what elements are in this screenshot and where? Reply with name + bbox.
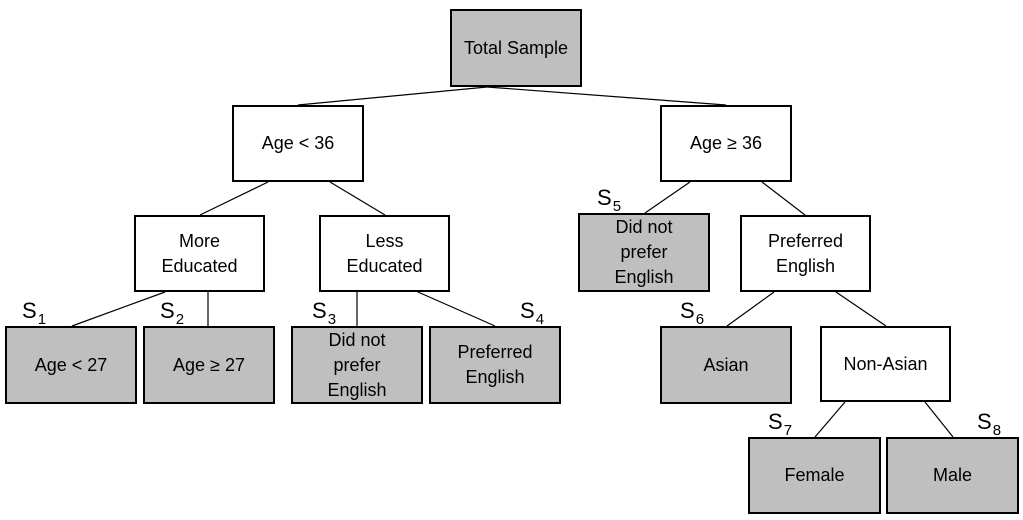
node-preferred-english-old: Preferred English bbox=[740, 215, 871, 292]
node-male: Male bbox=[886, 437, 1019, 514]
subgroup-label-s6: S6 bbox=[680, 298, 705, 329]
edge-total-to-age-lt-36 bbox=[297, 86, 488, 106]
edge-total-to-age-ge-36 bbox=[486, 86, 727, 106]
node-asian: Asian bbox=[660, 326, 792, 404]
edge-age-ge-36-to-preferred bbox=[761, 181, 806, 216]
edge-preferred-to-asian bbox=[726, 291, 775, 327]
subgroup-label-s2: S2 bbox=[160, 298, 185, 329]
subgroup-label-s8: S8 bbox=[977, 409, 1002, 440]
node-less-educated: Less Educated bbox=[319, 215, 450, 292]
node-did-not-prefer-english-young: Did not prefer English bbox=[291, 326, 423, 404]
node-more-educated: More Educated bbox=[134, 215, 265, 292]
edge-age-ge-36-to-did-not-prefer bbox=[644, 181, 691, 214]
node-non-asian: Non-Asian bbox=[820, 326, 951, 402]
node-preferred-english-young: Preferred English bbox=[429, 326, 561, 404]
edge-age-lt-36-to-less-educated bbox=[329, 181, 386, 216]
node-age-ge-27: Age ≥ 27 bbox=[143, 326, 275, 404]
subgroup-label-s5: S5 bbox=[597, 185, 622, 216]
node-age-lt-27: Age < 27 bbox=[5, 326, 137, 404]
edge-age-lt-36-to-more-educated bbox=[199, 181, 269, 216]
subgroup-label-s3: S3 bbox=[312, 298, 337, 329]
edge-preferred-to-non-asian bbox=[835, 291, 887, 327]
node-did-not-prefer-english-old: Did not prefer English bbox=[578, 213, 710, 292]
subgroup-label-s1: S1 bbox=[22, 298, 47, 329]
subgroup-label-s4: S4 bbox=[520, 298, 545, 329]
node-total-sample: Total Sample bbox=[450, 9, 582, 87]
edge-non-asian-to-female bbox=[814, 401, 846, 438]
node-age-ge-36: Age ≥ 36 bbox=[660, 105, 792, 182]
node-female: Female bbox=[748, 437, 881, 514]
edge-more-educated-to-age-lt-27 bbox=[71, 291, 166, 327]
edge-less-educated-to-preferred bbox=[417, 291, 496, 327]
subgroup-label-s7: S7 bbox=[768, 409, 793, 440]
edge-non-asian-to-male bbox=[924, 401, 954, 438]
node-age-lt-36: Age < 36 bbox=[232, 105, 364, 182]
